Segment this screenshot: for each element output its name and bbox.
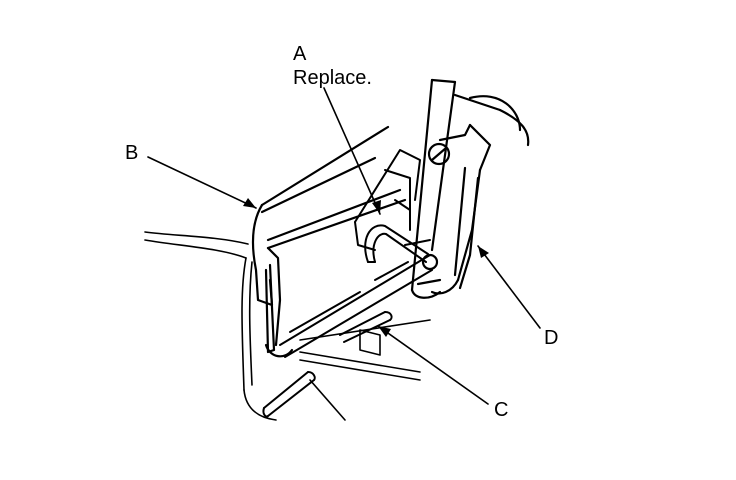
arrowhead-c <box>378 326 391 337</box>
callout-a-note: Replace. <box>293 67 372 89</box>
bracket-housing <box>354 149 421 251</box>
arrowhead-d <box>478 246 489 258</box>
pliers-tool-d <box>410 78 530 299</box>
body-panel <box>144 231 431 421</box>
cover-panel <box>260 125 407 250</box>
hairpin-clip-a <box>364 224 429 263</box>
leader-arrowheads <box>243 198 489 337</box>
callout-b-letter: B <box>125 142 139 164</box>
callout-d-letter: D <box>544 327 559 349</box>
arrowhead-b <box>243 198 256 208</box>
spring-clip-b <box>251 203 294 358</box>
callout-a-letter: A <box>293 43 307 65</box>
lower-rod <box>262 371 316 418</box>
leader-line-a <box>323 87 381 215</box>
leader-line-c <box>377 325 489 405</box>
arrowhead-a <box>372 200 381 214</box>
guide-rail <box>279 239 433 358</box>
leader-lines <box>147 87 541 405</box>
pin-c <box>339 311 393 343</box>
leader-line-b <box>147 156 257 209</box>
callout-c-letter: C <box>494 399 509 421</box>
leader-line-d <box>477 245 541 329</box>
